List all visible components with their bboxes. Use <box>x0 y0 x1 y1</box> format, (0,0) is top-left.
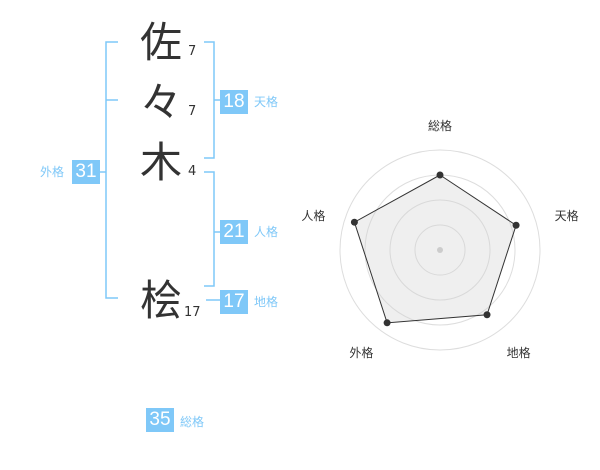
soukaku-label: 総格 <box>180 415 205 429</box>
radar-polygon <box>353 174 517 324</box>
stroke-count-3: 4 <box>188 164 197 179</box>
radar-axis-label-2: 地格 <box>507 345 531 360</box>
radar-axis-label-4: 人格 <box>301 208 325 223</box>
name-char-4: 桧 <box>140 276 183 325</box>
name-char-3: 木 <box>140 138 183 187</box>
tenkaku-label: 天格 <box>254 95 279 109</box>
chikaku-value: 17 <box>220 290 248 314</box>
jinkaku-bracket <box>204 171 215 287</box>
chikaku-label: 地格 <box>254 295 279 309</box>
soukaku-value: 35 <box>146 408 174 432</box>
tenkaku-value: 18 <box>220 90 248 114</box>
radar-point-3 <box>383 319 391 327</box>
gaikaku-bracket <box>105 41 118 299</box>
radar-ring-2 <box>389 199 491 301</box>
gaikaku-label: 外格 <box>40 165 65 179</box>
jinkaku-value: 21 <box>220 220 248 244</box>
stroke-count-2: 7 <box>188 104 197 119</box>
jinkaku-label: 人格 <box>254 225 279 239</box>
radar-center <box>437 247 443 253</box>
radar-point-4 <box>350 218 358 226</box>
stroke-count-1: 7 <box>188 44 197 59</box>
radar-axis-label-0: 総格 <box>428 118 452 133</box>
radar-point-0 <box>436 171 444 179</box>
radar-point-2 <box>483 311 491 319</box>
gaikaku-value: 31 <box>72 160 100 184</box>
stroke-count-4: 17 <box>184 305 201 320</box>
name-char-2: 々 <box>140 78 183 127</box>
radar-axis-label-1: 天格 <box>555 208 579 223</box>
radar-axis-label-3: 外格 <box>349 345 373 360</box>
radar-ring-1 <box>414 224 466 276</box>
name-char-1: 佐 <box>140 18 183 67</box>
radar-point-1 <box>512 221 520 229</box>
